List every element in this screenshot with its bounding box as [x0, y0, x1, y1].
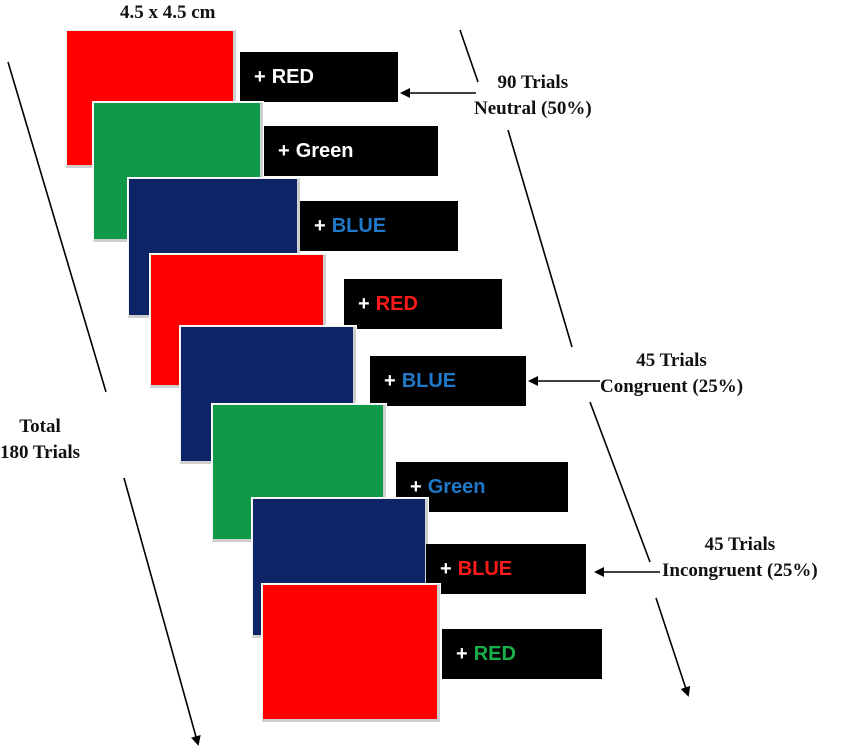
total-arrow-lower — [123, 477, 201, 746]
word-box-4: + RED — [344, 279, 502, 329]
fixation-cross: + — [384, 369, 396, 392]
total-count: 180 Trials — [0, 442, 81, 463]
fixation-cross: + — [254, 65, 266, 88]
word-box-1: + RED — [240, 52, 398, 102]
congruent-count: 45 Trials — [636, 350, 707, 371]
color-word: RED — [473, 642, 516, 665]
end-arrow — [655, 597, 691, 697]
fixation-cross: + — [456, 642, 468, 665]
incongruent-trials-label: 45 Trials Incongruent (25%) — [662, 532, 818, 584]
word-box-8: + RED — [442, 629, 602, 679]
fixation-cross: + — [440, 557, 452, 580]
word-box-6: + Green — [396, 462, 568, 512]
total-trials-label: Total 180 Trials — [0, 414, 80, 466]
fixation-cross: + — [410, 475, 422, 498]
stimulus-size-label: 4.5 x 4.5 cm — [120, 2, 216, 23]
color-word: BLUE — [401, 369, 457, 392]
color-word: RED — [271, 65, 314, 88]
word-box-5: + BLUE — [370, 356, 526, 406]
color-word: BLUE — [331, 214, 387, 237]
color-word: RED — [375, 292, 418, 315]
color-word: Green — [427, 475, 486, 498]
word-box-3: + BLUE — [300, 201, 458, 251]
fixation-cross: + — [278, 139, 290, 162]
neutral-count: 90 Trials — [497, 72, 569, 93]
congruent-type: Congruent (25%) — [600, 376, 744, 397]
incongruent-bracket-line — [589, 401, 651, 563]
color-word: BLUE — [457, 557, 513, 580]
fixation-cross: + — [358, 292, 370, 315]
congruent-trials-label: 45 Trials Congruent (25%) — [600, 348, 743, 400]
color-word: Green — [295, 139, 354, 162]
neutral-type: Neutral (50%) — [474, 98, 592, 119]
total-word: Total — [19, 416, 61, 437]
total-line-upper — [7, 61, 107, 393]
neutral-bracket-line — [459, 29, 479, 83]
word-box-7: + BLUE — [426, 544, 586, 594]
color-square-8 — [262, 584, 440, 722]
fixation-cross: + — [314, 214, 326, 237]
incongruent-type: Incongruent (25%) — [662, 560, 818, 581]
incongruent-count: 45 Trials — [704, 534, 776, 555]
neutral-trials-label: 90 Trials Neutral (50%) — [474, 70, 592, 122]
congruent-bracket-line — [507, 129, 573, 348]
word-box-2: + Green — [264, 126, 438, 176]
